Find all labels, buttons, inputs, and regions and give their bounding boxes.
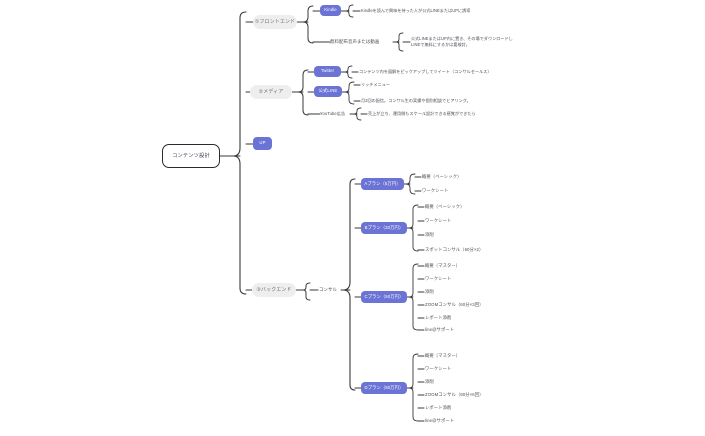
node-up[interactable]: UP [253, 137, 272, 150]
desc-twitter: コンテンツ内を図解をピックアップしてツイート（コンサルセールス） [359, 67, 559, 77]
desc-kindle-text: Kindleを読んで興味を持った人が公式LINEまたはUPに誘導 [361, 7, 471, 13]
plan-d-item-4: ZOOMコンサル（90分×6回） [425, 390, 540, 400]
plan-c-item-1-label: 概要（マスター） [425, 262, 461, 268]
plan-a-badge[interactable]: Aプラン（5万円） [361, 178, 404, 190]
plan-c-item-3: 添削 [425, 287, 520, 297]
plan-b-item-1: 概要（ベーシック） [425, 202, 520, 212]
plan-b-label: Bプラン（20万円） [364, 224, 404, 230]
plan-a-item-2: ワークシート [422, 186, 512, 196]
plan-a-item-1: 概要（ベーシック） [422, 172, 512, 182]
node-youtube-ads[interactable]: YouTube広告 [320, 109, 350, 119]
desc-kindle: Kindleを読んで興味を持った人が公式LINEまたはUPに誘導 [361, 6, 561, 16]
plan-d-item-2-label: ワークシート [425, 365, 452, 371]
plan-d-badge[interactable]: Dプラン（80万円） [361, 382, 407, 394]
node-kindle[interactable]: Kindle [320, 5, 341, 16]
plan-d-item-6: line@サポート [425, 416, 520, 426]
root-node-label: コンテンツ設計 [172, 152, 210, 159]
node-twitter[interactable]: Twitter [314, 66, 341, 77]
branch-backend[interactable]: ③バックエンド [252, 283, 296, 297]
node-youtube-ads-label: YouTube広告 [320, 111, 346, 117]
plan-c-item-2: ワークシート [425, 274, 520, 284]
plan-a-label: Aプラン（5万円） [364, 180, 401, 186]
plan-d-item-5: レポート添削 [425, 403, 520, 413]
plan-b-item-3-label: 添削 [425, 231, 434, 237]
plan-c-label: Cプラン（50万円） [364, 293, 404, 299]
plan-d-item-1-label: 概要（マスター） [425, 352, 461, 358]
plan-c-item-4-label: ZOOMコンサル（60分×3回） [425, 301, 484, 307]
plan-c-item-6-label: line@サポート [425, 326, 455, 332]
node-twitter-label: Twitter [320, 68, 335, 74]
desc-youtube-ads-text: 売上が立ち、運用側もスケール設計できる感覚ができたら [368, 110, 476, 116]
node-official-line-label: 公式LINE [318, 88, 338, 94]
plan-c-item-4: ZOOMコンサル（60分×3回） [425, 300, 540, 310]
plan-c-item-3-label: 添削 [425, 288, 434, 294]
branch-media[interactable]: ②メディア [250, 85, 292, 99]
plan-d-item-5-label: レポート添削 [425, 404, 452, 410]
desc-twitter-text: コンテンツ内を図解をピックアップしてツイート（コンサルセールス） [359, 68, 492, 74]
plan-d-label: Dプラン（80万円） [364, 384, 404, 390]
plan-b-item-4-label: スポットコンサル（60分×2） [425, 246, 484, 252]
plan-d-item-4-label: ZOOMコンサル（90分×6回） [425, 391, 484, 397]
plan-b-item-1-label: 概要（ベーシック） [425, 203, 465, 209]
plan-c-item-1: 概要（マスター） [425, 261, 520, 271]
desc-line-broadcast-text: 月2回の配信。コンサル生の実績や個別相談でヒアリング。 [361, 97, 471, 103]
node-up-label: UP [259, 140, 266, 146]
desc-free-audio-video: 公式LINEまたはUP内に置き、その場でダウンロードし LINEで無料にするかは… [411, 33, 546, 51]
plan-b-item-2: ワークシート [425, 216, 520, 226]
node-official-line[interactable]: 公式LINE [314, 86, 342, 97]
plan-c-item-5-label: レポート添削 [425, 314, 452, 320]
plan-d-item-3: 添削 [425, 377, 520, 387]
plan-b-item-3: 添削 [425, 230, 520, 240]
plan-a-item-1-label: 概要（ベーシック） [422, 173, 462, 179]
node-consulting[interactable]: コンサル [319, 285, 343, 295]
desc-youtube-ads: 売上が立ち、運用側もスケール設計できる感覚ができたら [368, 109, 548, 119]
plan-c-item-6: line@サポート [425, 325, 520, 335]
plan-a-item-2-label: ワークシート [422, 187, 449, 193]
desc-free-audio-video-text: 公式LINEまたはUP内に置き、その場でダウンロードし LINEで無料にするかは… [411, 35, 513, 47]
plan-d-item-6-label: line@サポート [425, 417, 455, 423]
branch-backend-label: ③バックエンド [256, 287, 292, 293]
branch-frontend[interactable]: ①フロントエンド [253, 15, 297, 29]
plan-d-item-1: 概要（マスター） [425, 351, 520, 361]
plan-d-item-2: ワークシート [425, 364, 520, 374]
node-kindle-label: Kindle [324, 7, 337, 13]
plan-c-badge[interactable]: Cプラン（50万円） [361, 291, 407, 303]
desc-line-rich-menu-text: リッチメニュー [361, 81, 391, 87]
plan-c-item-2-label: ワークシート [425, 275, 452, 281]
desc-line-rich-menu: リッチメニュー [361, 80, 471, 90]
desc-line-broadcast: 月2回の配信。コンサル生の実績や個別相談でヒアリング。 [361, 96, 521, 106]
node-free-audio-video-label: 無料配布音声または動画 [330, 38, 380, 44]
plan-b-item-2-label: ワークシート [425, 217, 452, 223]
plan-b-item-4: スポットコンサル（60分×2） [425, 245, 535, 255]
node-free-audio-video[interactable]: 無料配布音声または動画 [330, 37, 393, 47]
root-node[interactable]: コンテンツ設計 [162, 144, 220, 168]
plan-b-badge[interactable]: Bプラン（20万円） [361, 222, 407, 234]
branch-frontend-label: ①フロントエンド [254, 19, 296, 25]
plan-d-item-3-label: 添削 [425, 378, 434, 384]
node-consulting-label: コンサル [319, 286, 337, 292]
branch-media-label: ②メディア [258, 89, 284, 95]
plan-c-item-5: レポート添削 [425, 313, 520, 323]
